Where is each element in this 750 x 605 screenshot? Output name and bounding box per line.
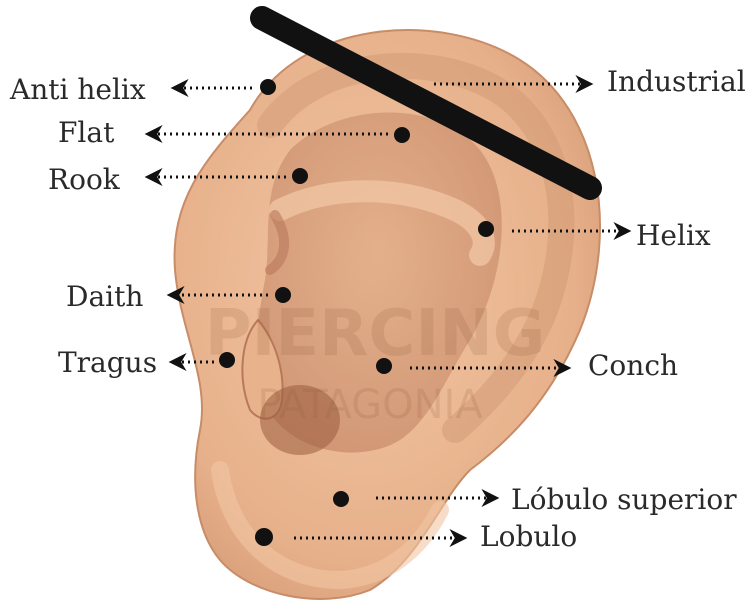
watermark-line1: PIERCING: [205, 297, 546, 371]
lobulo-dot: [255, 528, 273, 546]
tragus-dot: [219, 352, 235, 368]
daith-dot: [275, 287, 291, 303]
label-tragus: Tragus: [58, 346, 158, 379]
lobulo-superior-dot: [333, 491, 349, 507]
label-lobulo-superior: Lóbulo superior: [511, 483, 737, 516]
antihelix-ridge: [269, 180, 495, 266]
conch-dot: [376, 358, 392, 374]
label-rook: Rook: [48, 163, 120, 196]
label-anti-helix: Anti helix: [10, 73, 146, 106]
rook-dot: [292, 168, 308, 184]
label-helix: Helix: [636, 219, 711, 252]
antihelix-fold: [265, 210, 290, 275]
anti-helix-dot: [260, 79, 276, 95]
flat-dot: [394, 127, 410, 143]
label-flat: Flat: [58, 116, 115, 149]
helix-dot: [478, 221, 494, 237]
label-industrial: Industrial: [607, 65, 746, 98]
label-conch: Conch: [588, 349, 679, 382]
industrial-bar: [250, 6, 602, 200]
ear-canal: [260, 385, 340, 455]
label-lobulo: Lobulo: [480, 520, 578, 553]
watermark-line2: PATAGONIA: [257, 382, 483, 428]
earlobe: [211, 461, 449, 590]
label-daith: Daith: [66, 280, 144, 313]
